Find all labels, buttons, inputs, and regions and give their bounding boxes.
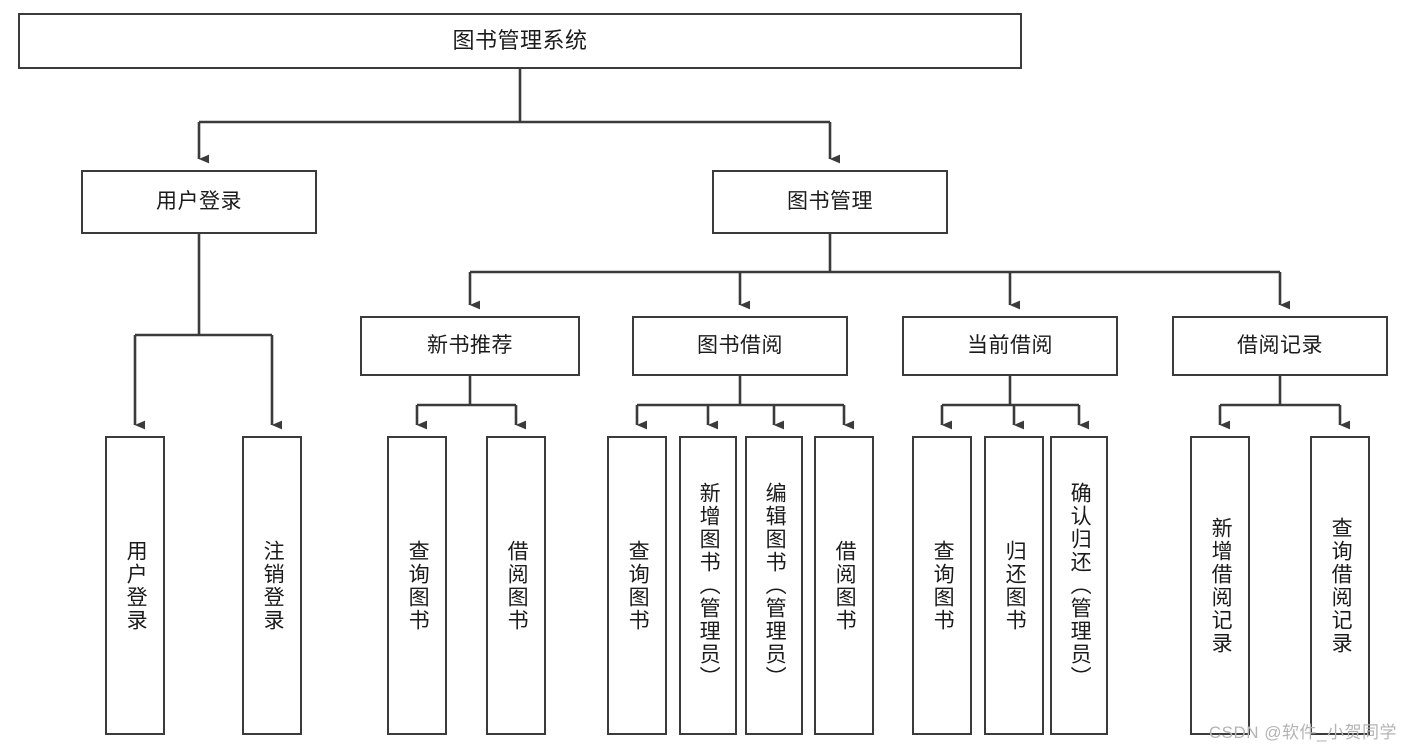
node-borrow-record-label: 借阅记录 [1237, 333, 1323, 357]
node-leaf-add-record[interactable]: 新增借阅记录 [1190, 436, 1250, 735]
node-leaf-query-book-2[interactable]: 查询图书 [607, 436, 667, 735]
node-leaf-logout-label: 注销登录 [261, 539, 285, 632]
node-leaf-query-book-1[interactable]: 查询图书 [387, 436, 447, 735]
node-leaf-confirm-return[interactable]: 确认归还（管理员） [1050, 436, 1108, 735]
node-leaf-borrow-book-1[interactable]: 借阅图书 [486, 436, 546, 735]
node-new-book-recommend-label: 新书推荐 [427, 333, 513, 357]
node-leaf-confirm-return-label: 确认归还（管理员） [1068, 482, 1092, 689]
node-user-login-label: 用户登录 [156, 189, 242, 213]
node-current-borrow-label: 当前借阅 [967, 333, 1053, 357]
node-leaf-query-book-3[interactable]: 查询图书 [912, 436, 972, 735]
node-leaf-return-book[interactable]: 归还图书 [984, 436, 1044, 735]
node-leaf-logout[interactable]: 注销登录 [242, 436, 302, 735]
node-book-management-label: 图书管理 [787, 189, 873, 213]
node-leaf-add-book[interactable]: 新增图书（管理员） [679, 436, 737, 735]
node-new-book-recommend[interactable]: 新书推荐 [360, 316, 580, 376]
node-leaf-query-record-label: 查询借阅记录 [1329, 516, 1353, 655]
node-leaf-add-record-label: 新增借阅记录 [1209, 516, 1233, 655]
node-user-login[interactable]: 用户登录 [81, 170, 317, 234]
node-leaf-query-book-1-label: 查询图书 [406, 539, 430, 632]
watermark: CSDN @软件_小贺同学 [1208, 723, 1397, 742]
node-leaf-borrow-book-2-label: 借阅图书 [833, 539, 857, 632]
node-root[interactable]: 图书管理系统 [18, 13, 1022, 69]
node-leaf-user-login-label: 用户登录 [124, 539, 148, 632]
node-current-borrow[interactable]: 当前借阅 [902, 316, 1118, 376]
node-book-borrow[interactable]: 图书借阅 [632, 316, 848, 376]
node-leaf-return-book-label: 归还图书 [1003, 539, 1027, 632]
node-leaf-query-record[interactable]: 查询借阅记录 [1310, 436, 1370, 735]
node-borrow-record[interactable]: 借阅记录 [1172, 316, 1388, 376]
node-leaf-query-book-3-label: 查询图书 [931, 539, 955, 632]
node-book-management[interactable]: 图书管理 [712, 170, 948, 234]
node-leaf-edit-book-label: 编辑图书（管理员） [763, 482, 787, 689]
node-leaf-borrow-book-1-label: 借阅图书 [505, 539, 529, 632]
node-root-label: 图书管理系统 [452, 28, 588, 54]
node-leaf-query-book-2-label: 查询图书 [626, 539, 650, 632]
node-leaf-add-book-label: 新增图书（管理员） [697, 482, 721, 689]
node-leaf-borrow-book-2[interactable]: 借阅图书 [814, 436, 874, 735]
node-leaf-user-login[interactable]: 用户登录 [105, 436, 165, 735]
node-book-borrow-label: 图书借阅 [697, 333, 783, 357]
node-leaf-edit-book[interactable]: 编辑图书（管理员） [745, 436, 803, 735]
